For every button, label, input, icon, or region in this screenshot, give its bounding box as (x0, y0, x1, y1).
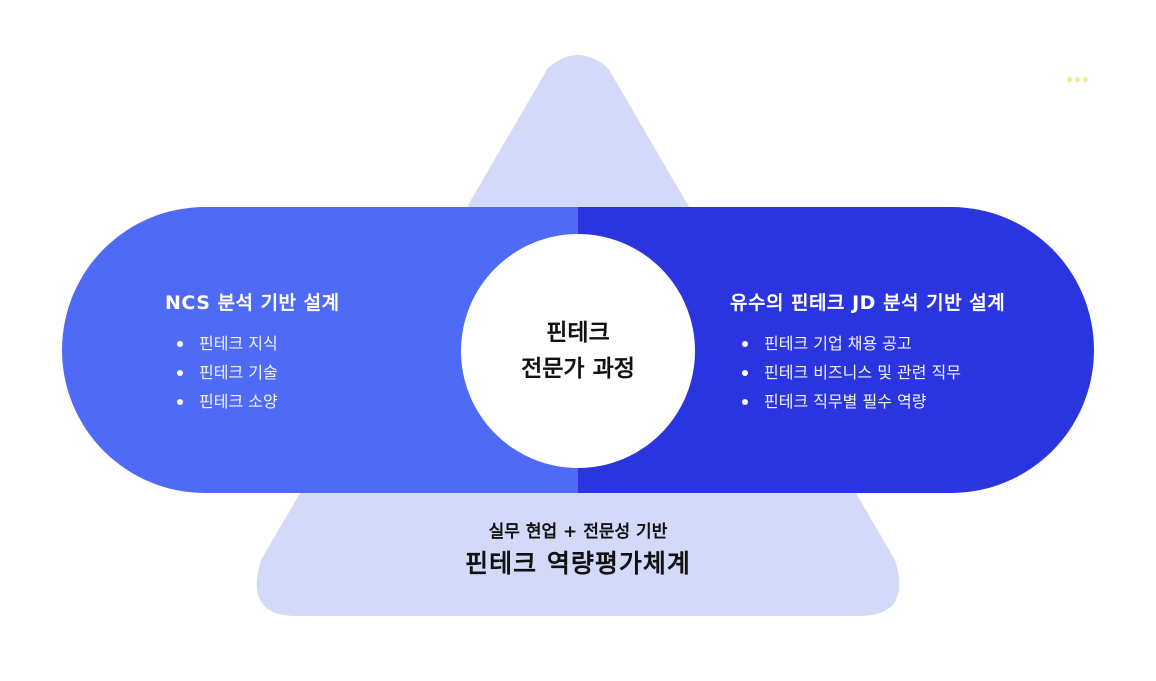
list-item: 핀테크 지식 (177, 329, 340, 358)
right-section-title: 유수의 핀테크 JD 분석 기반 설계 (730, 292, 1006, 314)
list-item: 핀테크 기술 (177, 358, 340, 387)
base-title: 핀테크 역량평가체계 (465, 549, 691, 578)
decorative-dots (1067, 77, 1088, 82)
left-bullet-list: 핀테크 지식 핀테크 기술 핀테크 소양 (165, 329, 340, 416)
center-circle: 핀테크 전문가 과정 (461, 234, 695, 468)
dot (1067, 77, 1072, 82)
right-section: 유수의 핀테크 JD 분석 기반 설계 핀테크 기업 채용 공고 핀테크 비즈니… (730, 288, 1005, 416)
list-item: 핀테크 직무별 필수 역량 (742, 387, 1005, 416)
dot (1075, 77, 1080, 82)
center-title-line2: 전문가 과정 (521, 356, 635, 382)
list-item: 핀테크 비즈니스 및 관련 직무 (742, 358, 1005, 387)
list-item: 핀테크 기업 채용 공고 (742, 329, 1005, 358)
base-subtitle: 실무 현업 + 전문성 기반 (488, 522, 668, 542)
dot (1083, 77, 1088, 82)
list-item: 핀테크 소양 (177, 387, 340, 416)
right-bullet-list: 핀테크 기업 채용 공고 핀테크 비즈니스 및 관련 직무 핀테크 직무별 필수… (730, 329, 1005, 416)
left-section: NCS 분석 기반 설계 핀테크 지식 핀테크 기술 핀테크 소양 (165, 288, 340, 416)
left-section-title: NCS 분석 기반 설계 (165, 292, 340, 314)
center-title-line1: 핀테크 (546, 320, 610, 346)
